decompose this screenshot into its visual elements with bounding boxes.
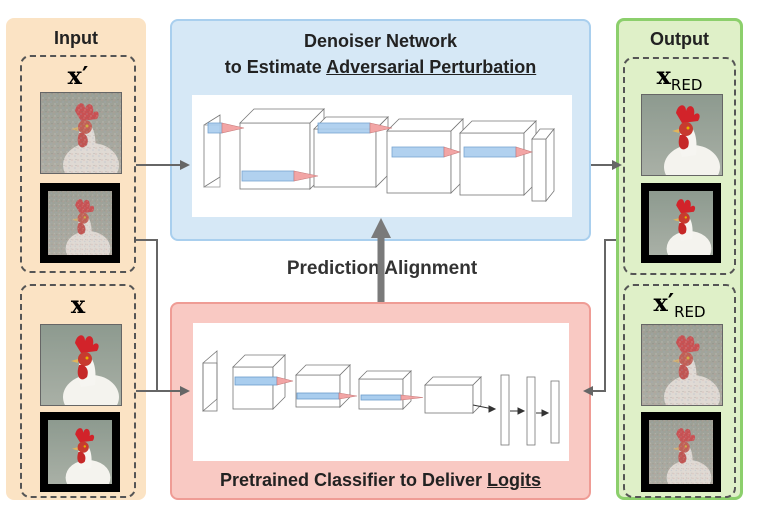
denoiser-network-layers xyxy=(203,108,555,203)
rooster-image-red-prime xyxy=(641,324,723,406)
classifier-network-layers xyxy=(202,350,560,446)
output-group-red: xRED xyxy=(623,57,736,275)
prediction-alignment-label: Prediction Alignment xyxy=(286,258,478,279)
rooster-image-red-framed xyxy=(641,183,721,263)
rooster-image-red xyxy=(641,94,723,176)
classifier-title: Pretrained Classifier to Deliver Logits xyxy=(219,470,542,490)
arrow-output-to-classifier xyxy=(591,239,616,392)
rooster-image-red-prime-framed xyxy=(641,412,721,492)
rooster-image-clean xyxy=(40,324,122,406)
denoiser-title-line2: to Estimate Adversarial Perturbation xyxy=(224,57,537,77)
denoiser-diagram xyxy=(192,95,572,217)
classifier-diagram xyxy=(193,323,569,461)
denoiser-title-line1: Denoiser Network xyxy=(303,31,458,51)
output-red-prime-symbol: x′RED xyxy=(653,288,706,321)
rooster-image-noisy xyxy=(40,92,122,174)
rooster-image-noisy-framed xyxy=(40,183,120,263)
input-group-clean: x xyxy=(20,284,136,498)
input-title: Input xyxy=(54,28,98,48)
input-adversarial-symbol: x′ xyxy=(67,61,89,90)
rooster-image-clean-framed xyxy=(40,412,120,492)
output-title: Output xyxy=(650,29,709,49)
output-red-symbol: xRED xyxy=(656,61,703,94)
input-clean-symbol: x xyxy=(70,290,86,319)
output-group-red-prime: x′RED xyxy=(623,284,736,498)
input-group-adversarial: x′ xyxy=(20,55,136,273)
